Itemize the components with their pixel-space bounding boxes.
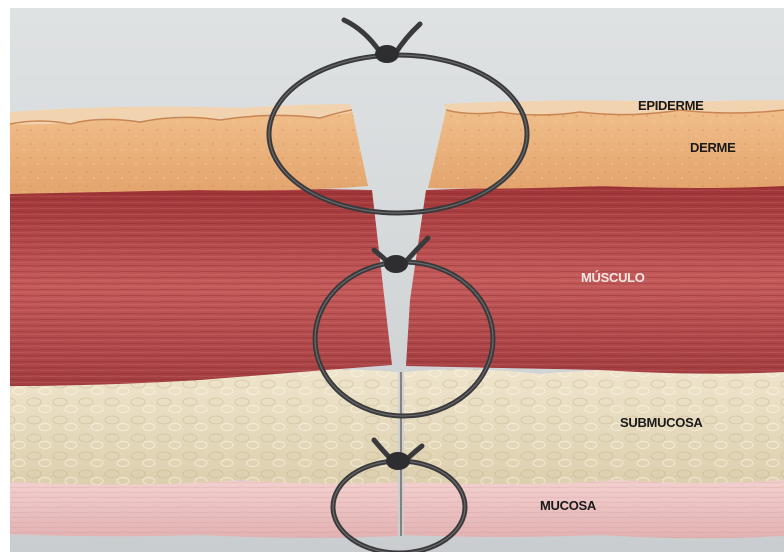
label-derme: DERME bbox=[690, 140, 736, 155]
label-mucosa: MUCOSA bbox=[540, 498, 597, 513]
label-submucosa: SUBMUCOSA bbox=[620, 415, 703, 430]
label-musculo: MÚSCULO bbox=[581, 270, 645, 285]
mucosa-layer bbox=[10, 477, 784, 538]
label-epiderme: EPIDERME bbox=[638, 98, 704, 113]
